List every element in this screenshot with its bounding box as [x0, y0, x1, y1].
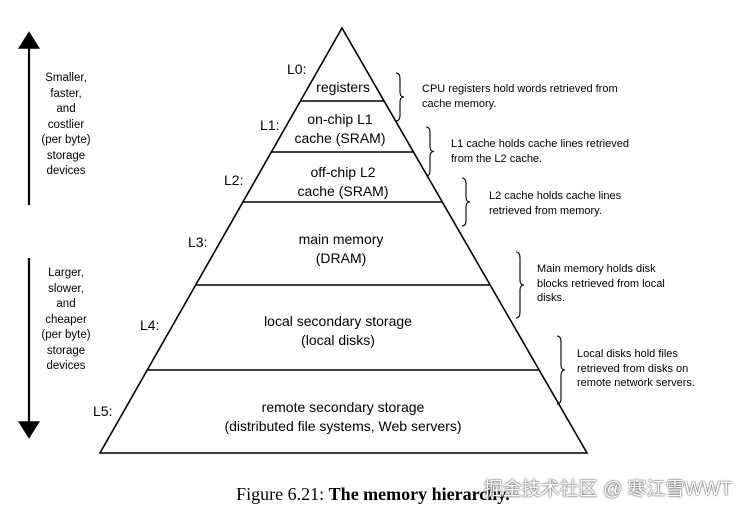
- tier-line: cache (SRAM): [294, 130, 386, 146]
- desc-line: cache memory.: [422, 97, 497, 110]
- level-label-l0: L0:: [287, 61, 307, 77]
- desc-line: retrieved from memory.: [489, 204, 602, 217]
- caption-title: The memory hierarchy.: [328, 484, 510, 504]
- top-side-line: faster,: [50, 87, 82, 100]
- bottom-side-line: storage: [46, 344, 86, 357]
- desc-line: remote network servers.: [577, 377, 695, 389]
- level-label-l4: L4:: [140, 317, 160, 333]
- tier-registers: registers: [316, 78, 370, 97]
- desc-line: Main memory holds disk: [537, 263, 656, 275]
- tier-l2-cache: off-chip L2 cache (SRAM): [297, 163, 388, 201]
- desc-line: disks.: [537, 292, 566, 304]
- tier-line: off-chip L2: [310, 164, 376, 180]
- desc-registers: CPU registers hold words retrieved from …: [422, 82, 618, 111]
- level-label-l1: L1:: [260, 117, 280, 133]
- curly-brace-icon: [425, 126, 435, 177]
- level-label-l3: L3:: [188, 234, 208, 250]
- bottom-side-text: Larger, slower, and cheaper (per byte) s…: [22, 266, 110, 375]
- pyramid: [98, 26, 589, 454]
- desc-l2-cache: L2 cache holds cache lines retrieved fro…: [489, 189, 621, 218]
- tier-line: on-chip L1: [307, 111, 373, 127]
- tier-line: main memory: [298, 231, 384, 247]
- top-side-line: (per byte): [41, 134, 91, 146]
- top-side-text: Smaller, faster, and costlier (per byte)…: [22, 71, 110, 180]
- curly-brace-icon: [461, 177, 471, 227]
- desc-line: L1 cache holds cache lines retrieved: [451, 138, 629, 150]
- desc-line: L2 cache holds cache lines: [489, 190, 622, 202]
- top-side-line: costlier: [47, 118, 85, 131]
- tier-line: (local disks): [301, 332, 375, 348]
- bottom-side-line: slower,: [48, 282, 84, 295]
- curly-brace-icon: [395, 72, 405, 122]
- braces: [395, 72, 566, 405]
- desc-line: retrieved from disks on: [577, 362, 689, 375]
- tier-line: remote secondary storage: [261, 399, 425, 415]
- tier-main-memory: main memory (DRAM): [299, 230, 384, 268]
- tier-remote-storage: remote secondary storage (distributed fi…: [224, 398, 461, 436]
- top-side-line: devices: [46, 165, 86, 177]
- desc-l1-cache: L1 cache holds cache lines retrieved fro…: [451, 137, 629, 166]
- pyramid-outline: [98, 26, 589, 454]
- top-side-line: Smaller,: [45, 72, 87, 84]
- desc-line: CPU registers hold words retrieved from: [422, 83, 618, 95]
- bottom-side-line: Larger,: [48, 267, 84, 279]
- tier-line: (DRAM): [315, 250, 367, 266]
- desc-main-memory: Main memory holds disk blocks retrieved …: [537, 262, 665, 306]
- level-label-l5: L5:: [93, 403, 113, 419]
- tier-local-storage: local secondary storage (local disks): [264, 312, 412, 350]
- tier-line: registers: [316, 79, 370, 95]
- bottom-side-line: cheaper: [45, 313, 87, 326]
- caption-prefix: Figure 6.21:: [236, 484, 329, 504]
- bottom-side-line: devices: [46, 360, 86, 372]
- tier-line: cache (SRAM): [297, 183, 389, 199]
- curly-brace-icon: [556, 335, 566, 405]
- bottom-side-line: (per byte): [41, 329, 91, 341]
- desc-local-storage: Local disks hold files retrieved from di…: [577, 347, 695, 391]
- tier-l1-cache: on-chip L1 cache (SRAM): [294, 110, 385, 148]
- watermark-text: 掘金技术社区 @ 寒江雪WWT: [483, 479, 732, 500]
- top-side-line: storage: [46, 149, 86, 162]
- top-side-line: and: [56, 103, 76, 115]
- tier-line: (distributed file systems, Web servers): [224, 418, 462, 434]
- desc-line: blocks retrieved from local: [537, 277, 665, 290]
- bottom-side-line: and: [56, 298, 76, 310]
- curly-brace-icon: [515, 251, 525, 319]
- desc-line: from the L2 cache.: [451, 152, 543, 165]
- level-label-l2: L2:: [224, 172, 244, 188]
- figure-caption: Figure 6.21: The memory hierarchy.: [0, 484, 746, 505]
- tier-line: local secondary storage: [264, 313, 412, 329]
- desc-line: Local disks hold files: [577, 348, 678, 360]
